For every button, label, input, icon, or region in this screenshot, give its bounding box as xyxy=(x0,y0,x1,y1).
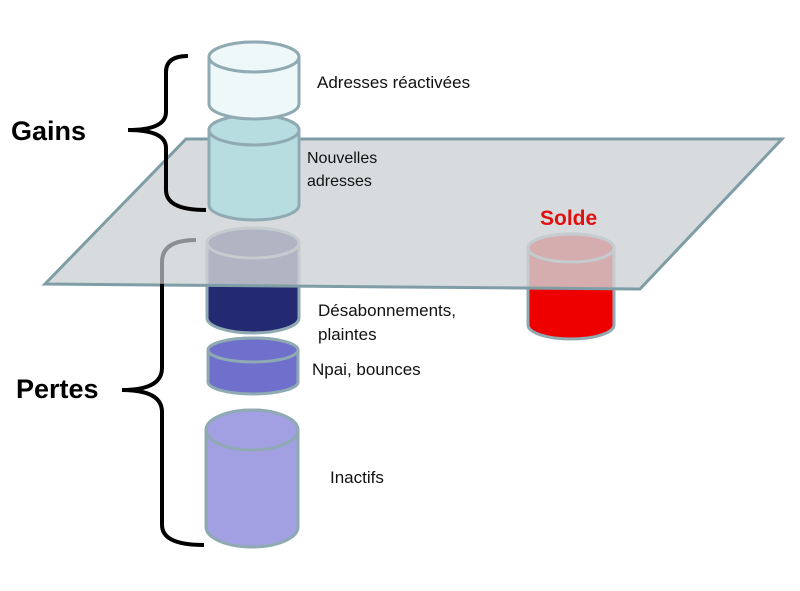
label-adresses-reactivees: Adresses réactivées xyxy=(317,73,470,92)
label-nouvelles-adresses-line2: adresses xyxy=(307,173,372,190)
pertes-label: Pertes xyxy=(16,374,99,404)
label-desabonnements-line1: Désabonnements, xyxy=(318,301,456,320)
balance-plane xyxy=(41,137,786,291)
pertes-brace xyxy=(121,284,205,547)
cylinder-npai xyxy=(206,336,300,396)
label-inactifs: Inactifs xyxy=(330,468,384,487)
cylinder-inactifs xyxy=(204,408,300,549)
cylinder-nouvelles-adresses xyxy=(207,113,301,222)
label-desabonnements-line2: plaintes xyxy=(318,325,377,344)
gains-brace xyxy=(127,54,207,212)
label-solde: Solde xyxy=(540,207,597,230)
gains-label: Gains xyxy=(11,116,86,146)
label-nouvelles-adresses-line1: Nouvelles xyxy=(307,150,377,167)
label-npai-bounces: Npai, bounces xyxy=(312,360,421,379)
cylinder-adresses-reactivees xyxy=(207,40,301,121)
pertes-brace-faded xyxy=(160,238,197,284)
